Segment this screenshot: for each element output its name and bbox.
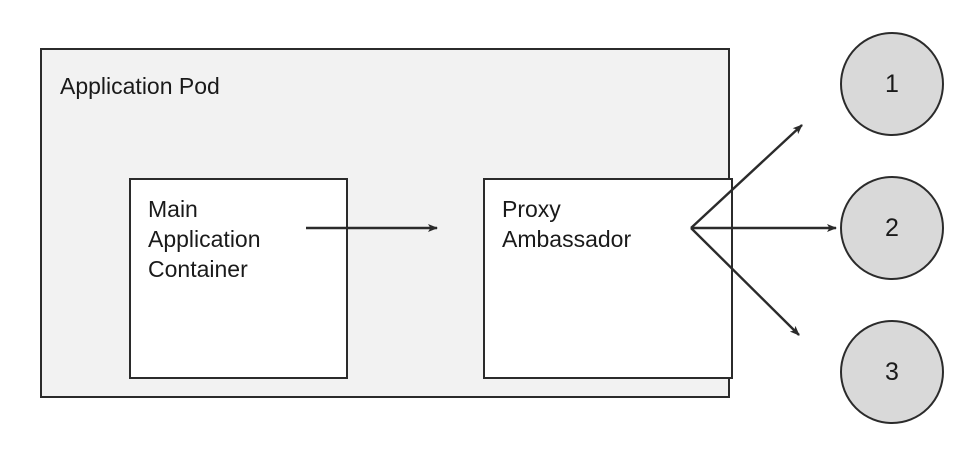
endpoint-circle-2-label: 2 [885, 213, 899, 242]
main-app-label-line1: Main [148, 196, 198, 222]
application-pod-container: Application Pod Main Application Contain… [40, 48, 733, 398]
proxy-ambassador-label: Proxy Ambassador [502, 194, 723, 254]
main-application-container-box: Main Application Container [129, 178, 348, 379]
endpoint-circle-1-label: 1 [885, 69, 899, 98]
endpoint-circle-3-label: 3 [885, 357, 899, 386]
proxy-label-line2: Ambassador [502, 226, 632, 252]
main-app-label-line3: Container [148, 256, 248, 282]
main-app-label-line2: Application [148, 226, 261, 252]
proxy-label-line1: Proxy [502, 196, 561, 222]
proxy-ambassador-box: Proxy Ambassador [483, 178, 733, 379]
application-pod-label: Application Pod [60, 73, 220, 99]
main-application-container-label: Main Application Container [148, 194, 338, 284]
endpoint-circle-1: 1 [840, 32, 944, 136]
endpoint-circle-3: 3 [840, 320, 944, 424]
endpoint-circle-2: 2 [840, 176, 944, 280]
